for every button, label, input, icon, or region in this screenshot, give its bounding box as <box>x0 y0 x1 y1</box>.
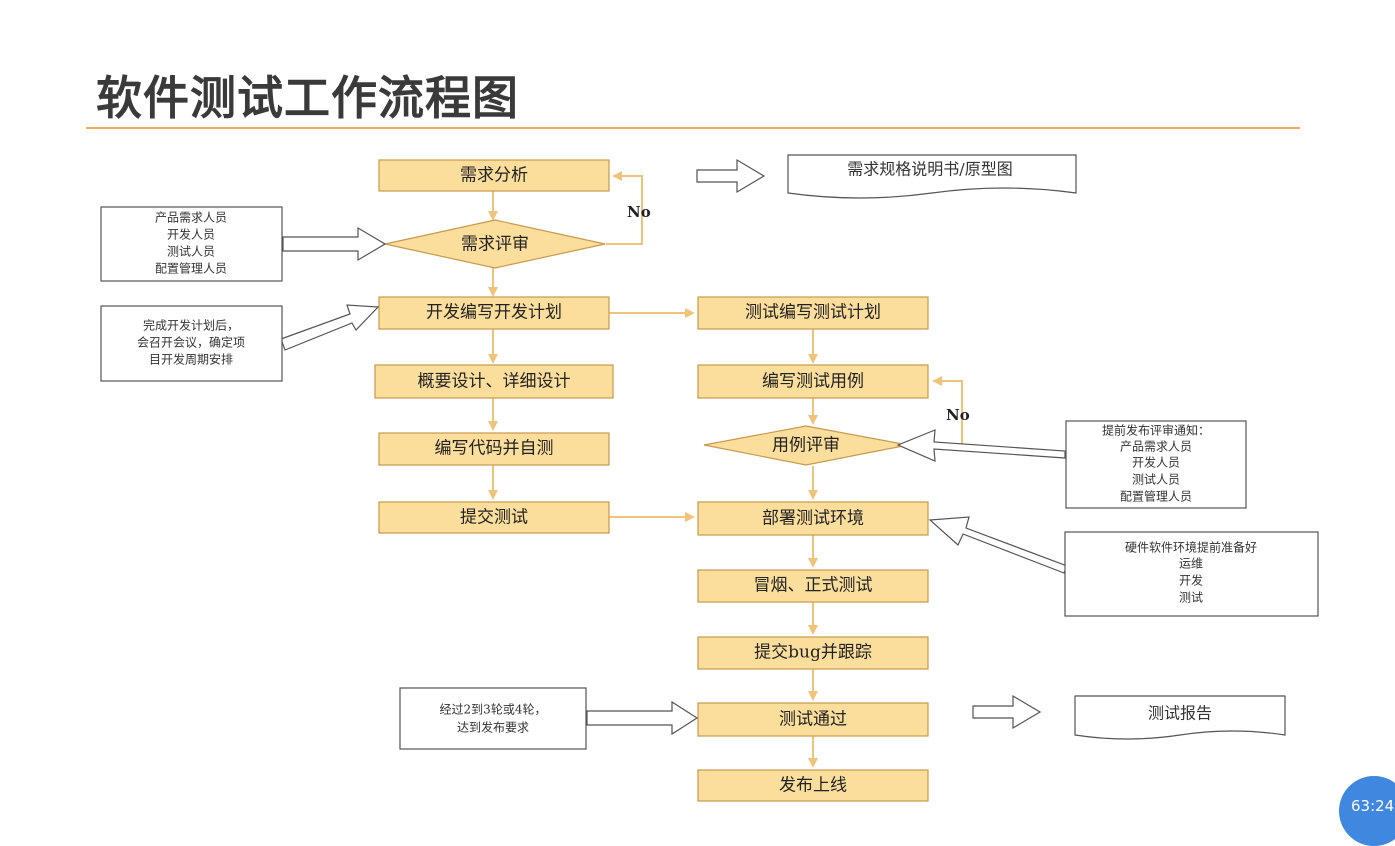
svg-text:提交测试: 提交测试 <box>460 508 528 528</box>
svg-text:会召开会议，确定项: 会召开会议，确定项 <box>137 335 245 350</box>
svg-text:提交bug并跟踪: 提交bug并跟踪 <box>754 643 872 663</box>
svg-text:需求评审: 需求评审 <box>461 235 529 255</box>
svg-text:产品需求人员: 产品需求人员 <box>1120 440 1192 454</box>
node-req-analysis: 需求分析 <box>378 159 610 192</box>
svg-text:目开发周期安排: 目开发周期安排 <box>149 352 233 367</box>
svg-text:部署测试环境: 部署测试环境 <box>762 509 864 529</box>
svg-text:用例评审: 用例评审 <box>772 436 840 456</box>
svg-text:发布上线: 发布上线 <box>779 776 847 796</box>
node-test-pass: 测试通过 <box>697 702 929 737</box>
svg-text:测试人员: 测试人员 <box>1132 472 1180 487</box>
block-arrow-review-notice <box>896 429 1066 462</box>
svg-text:测试报告: 测试报告 <box>1148 704 1212 723</box>
svg-text:需求分析: 需求分析 <box>460 166 528 186</box>
note-rounds: 经过2到3轮或4轮， 达到发布要求 <box>399 687 587 750</box>
note-review-notice: 提前发布评审通知： 产品需求人员 开发人员 测试人员 配置管理人员 <box>1065 420 1247 509</box>
block-arrow-to-report <box>972 694 1042 730</box>
note-plan-meeting: 完成开发计划后， 会召开会议，确定项 目开发周期安排 <box>100 305 283 382</box>
node-deploy-env: 部署测试环境 <box>697 501 929 536</box>
svg-text:经过2到3轮或4轮，: 经过2到3轮或4轮， <box>440 703 547 717</box>
svg-text:开发编写开发计划: 开发编写开发计划 <box>426 303 562 323</box>
svg-text:冒烟、正式测试: 冒烟、正式测试 <box>754 576 873 596</box>
svg-text:提前发布评审通知：: 提前发布评审通知： <box>1102 423 1210 438</box>
svg-text:测试: 测试 <box>1179 590 1203 605</box>
page-title: 软件测试工作流程图 <box>96 71 519 125</box>
svg-text:运维: 运维 <box>1179 557 1203 571</box>
block-arrow-env-prep <box>928 516 1068 574</box>
node-req-review: 需求评审 <box>384 219 606 269</box>
svg-text:开发人员: 开发人员 <box>167 227 215 242</box>
svg-text:开发人员: 开发人员 <box>1132 455 1180 470</box>
title-divider <box>86 127 1300 129</box>
svg-text:编写代码并自测: 编写代码并自测 <box>435 439 554 459</box>
node-test-plan: 测试编写测试计划 <box>697 296 929 330</box>
svg-text:需求规格说明书/原型图: 需求规格说明书/原型图 <box>847 160 1012 179</box>
svg-text:产品需求人员: 产品需求人员 <box>155 211 227 225</box>
node-submit-bug: 提交bug并跟踪 <box>697 636 929 670</box>
svg-text:概要设计、详细设计: 概要设计、详细设计 <box>418 372 571 392</box>
block-arrow-to-spec <box>696 158 766 194</box>
block-arrows <box>280 158 1068 736</box>
svg-text:达到发布要求: 达到发布要求 <box>457 720 529 735</box>
node-smoke-test: 冒烟、正式测试 <box>697 569 929 603</box>
svg-text:编写测试用例: 编写测试用例 <box>762 372 864 392</box>
node-release: 发布上线 <box>697 769 929 802</box>
node-case-review: 用例评审 <box>703 425 909 466</box>
node-write-cases: 编写测试用例 <box>697 364 929 399</box>
timer-badge: 63:24 <box>1339 776 1395 846</box>
svg-text:完成开发计划后，: 完成开发计划后， <box>143 318 239 333</box>
block-arrow-plan-meeting <box>280 304 380 351</box>
doc-spec: 需求规格说明书/原型图 <box>787 154 1077 199</box>
doc-report: 测试报告 <box>1074 695 1286 740</box>
svg-text:测试人员: 测试人员 <box>167 244 215 259</box>
block-arrow-rounds <box>586 700 699 736</box>
note-env-prep: 硬件软件环境提前准备好 运维 开发 测试 <box>1064 531 1319 617</box>
svg-text:配置管理人员: 配置管理人员 <box>155 261 227 276</box>
node-dev-plan: 开发编写开发计划 <box>378 296 610 330</box>
block-arrow-participants <box>282 226 387 262</box>
node-coding: 编写代码并自测 <box>378 432 610 466</box>
svg-text:开发: 开发 <box>1179 573 1203 588</box>
node-design: 概要设计、详细设计 <box>374 364 614 399</box>
note-participants: 产品需求人员 开发人员 测试人员 配置管理人员 <box>100 206 283 282</box>
node-submit-test: 提交测试 <box>378 501 610 534</box>
svg-text:硬件软件环境提前准备好: 硬件软件环境提前准备好 <box>1125 540 1257 555</box>
svg-text:测试编写测试计划: 测试编写测试计划 <box>745 303 881 323</box>
connectors <box>488 171 963 768</box>
no-label-req-review: No <box>627 203 651 221</box>
svg-text:测试通过: 测试通过 <box>779 710 847 730</box>
edge-review-no-loop <box>606 171 643 245</box>
svg-text:配置管理人员: 配置管理人员 <box>1120 489 1192 504</box>
no-label-case-review: No <box>946 406 970 424</box>
flowchart: No No 需求分析 需求评审 开发编写开发计划 概要设计、详细设计 编写代码并… <box>100 154 1319 802</box>
